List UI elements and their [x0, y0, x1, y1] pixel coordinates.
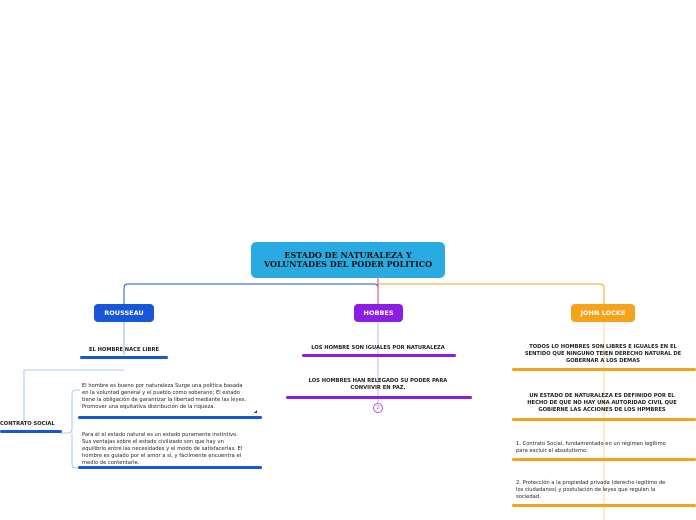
- root-title-line1: ESTADO DE NATURALEZA Y: [284, 250, 412, 260]
- topic-hombres-iguales[interactable]: LOS HOMBRE SON IGUALES POR NATURALEZA: [311, 345, 445, 351]
- collapsed-count-badge[interactable]: 2: [373, 403, 383, 413]
- topic-estado-naturaleza[interactable]: UN ESTADO DE NATURALEZA ES DEFINIDO POR …: [527, 393, 677, 413]
- rousseau-paragraph-1-underline: [78, 416, 262, 419]
- resize-corner-icon: [254, 410, 257, 413]
- topic-nace-libre[interactable]: EL HOMBRE NACE LIBRE: [88, 347, 160, 353]
- topic-contrato-social-locke-underline: [512, 458, 696, 461]
- root-node[interactable]: ESTADO DE NATURALEZA Y VOLUNTADES DEL PO…: [251, 242, 445, 278]
- topic-nace-libre-underline: [80, 356, 168, 359]
- topic-estado-naturaleza-underline: [512, 418, 696, 421]
- topic-hombres-iguales-underline: [302, 354, 456, 357]
- branch-john-locke[interactable]: JOHN LOCKE: [571, 304, 635, 322]
- topic-relegado-poder[interactable]: LOS HOMBRES HAN RELEGADO SU PODER PARA C…: [308, 378, 448, 391]
- root-title-line2: VOLUNTADES DEL PODER POLITICO: [263, 259, 433, 269]
- rousseau-paragraph-1[interactable]: El hombre es bueno por naturaleza Surge …: [82, 383, 247, 410]
- topic-propiedad-privada[interactable]: 2. Protección a la propiedad privada (de…: [516, 480, 666, 500]
- branch-hobbes[interactable]: HOBBES: [354, 304, 403, 322]
- topic-contrato-social-locke[interactable]: 1. Contrato Social, fundamentado en un r…: [516, 441, 666, 454]
- topic-contrato-social[interactable]: CONTRATO SOCIAL: [0, 421, 55, 427]
- topic-libres-iguales-underline: [512, 368, 696, 371]
- branch-rousseau-label: ROUSSEAU: [104, 309, 144, 317]
- topic-libres-iguales[interactable]: TODOS LO HOMBRES SON LIBRES E IGUALES EN…: [524, 344, 682, 364]
- topic-relegado-poder-underline: [286, 396, 472, 399]
- branch-locke-label: JOHN LOCKE: [580, 309, 626, 317]
- rousseau-paragraph-2[interactable]: Para él el estado natural es un estado p…: [82, 432, 243, 466]
- topic-contrato-social-underline: [0, 430, 62, 433]
- branch-rousseau[interactable]: ROUSSEAU: [94, 304, 154, 322]
- branch-hobbes-label: HOBBES: [363, 309, 394, 317]
- topic-propiedad-privada-underline: [512, 504, 696, 507]
- rousseau-paragraph-2-underline: [78, 466, 262, 469]
